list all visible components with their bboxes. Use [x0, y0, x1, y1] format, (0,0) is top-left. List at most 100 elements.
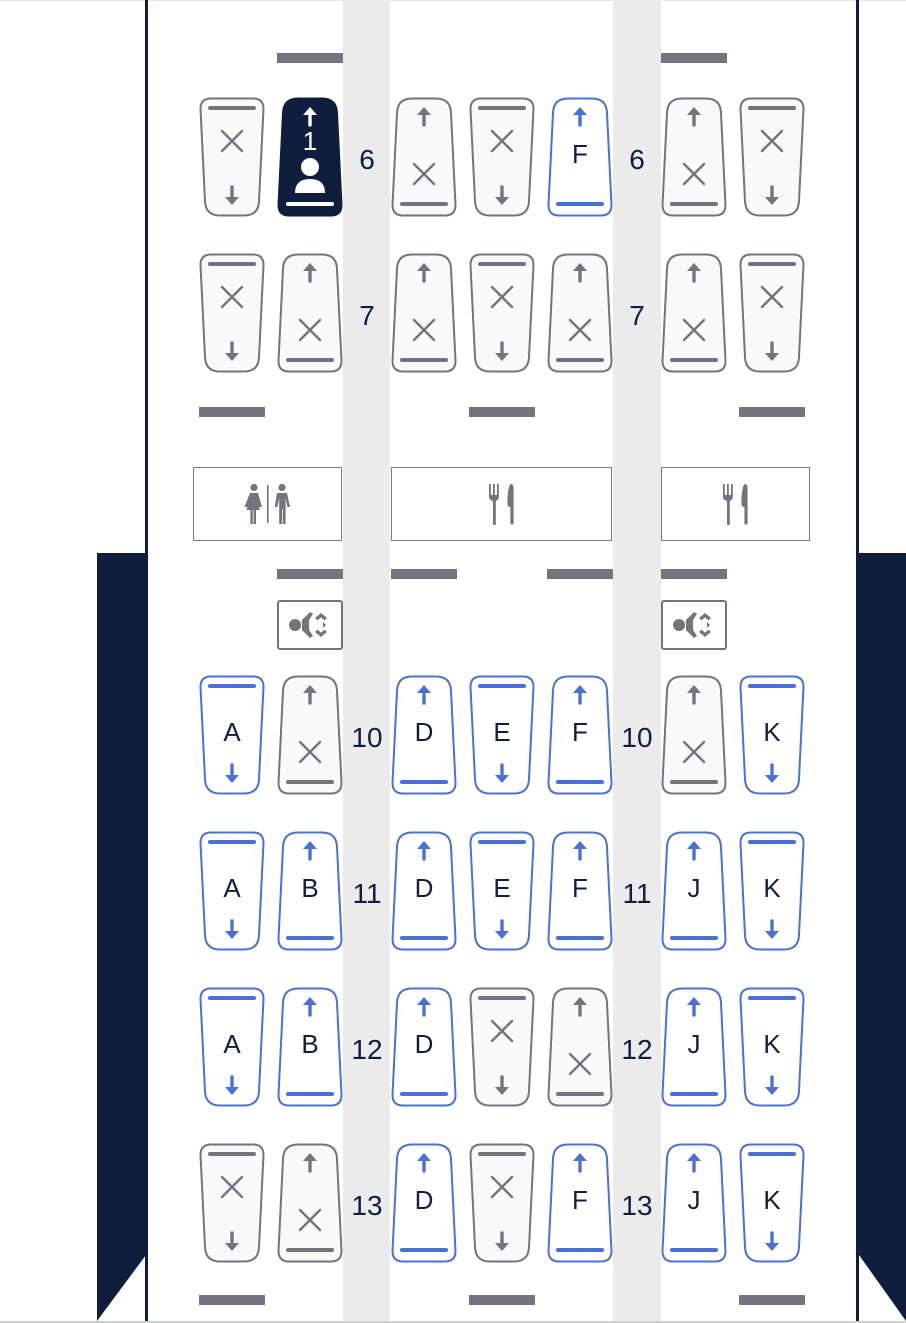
- seat-shape: [469, 253, 535, 373]
- unavailable-x-icon: [490, 1175, 514, 1199]
- seat-10D[interactable]: D: [391, 675, 457, 795]
- arrow-up-icon: [303, 997, 317, 1017]
- seat-label: J: [687, 1029, 701, 1059]
- galley-right: [661, 467, 810, 541]
- seat-shape: [547, 97, 613, 217]
- seat-11B[interactable]: B: [277, 831, 343, 951]
- seat-label: D: [414, 1185, 434, 1215]
- unavailable-x-icon: [298, 318, 322, 342]
- seat-12K[interactable]: K: [739, 987, 805, 1107]
- seat-11E[interactable]: E: [469, 831, 535, 951]
- unavailable-x-icon: [220, 285, 244, 309]
- row-number-right: 10: [621, 722, 653, 753]
- seat-13K[interactable]: K: [739, 1143, 805, 1263]
- arrow-up-icon: [573, 1153, 587, 1173]
- seat-12J[interactable]: J: [661, 987, 727, 1107]
- seat-label: E: [493, 873, 511, 903]
- seat-label: K: [763, 1185, 781, 1215]
- seat-11D[interactable]: D: [391, 831, 457, 951]
- arrow-up-icon: [573, 263, 587, 283]
- seat-10F[interactable]: F: [547, 675, 613, 795]
- seat-12D[interactable]: D: [391, 987, 457, 1107]
- seat-6B[interactable]: 1: [277, 97, 343, 217]
- arrow-down-icon: [225, 185, 239, 205]
- exit-bar: [391, 569, 457, 579]
- row-number-right: 13: [621, 1190, 653, 1221]
- seat-11F[interactable]: F: [547, 831, 613, 951]
- arrow-up-icon: [687, 263, 701, 283]
- arrow-up-icon: [687, 1153, 701, 1173]
- seat-label: F: [572, 873, 588, 903]
- seat-7J: [661, 253, 727, 373]
- arrow-up-icon: [573, 997, 587, 1017]
- seat-11J[interactable]: J: [661, 831, 727, 951]
- seat-6E: [469, 97, 535, 217]
- seat-shape: [277, 253, 343, 373]
- exit-bar: [277, 569, 343, 579]
- seat-10A[interactable]: A: [199, 675, 265, 795]
- seat-11A[interactable]: A: [199, 831, 265, 951]
- seat-shape: [547, 1143, 613, 1263]
- right-wing: [859, 553, 906, 1321]
- seat-shape: [199, 675, 265, 795]
- seat-13F[interactable]: F: [547, 1143, 613, 1263]
- seat-shape: [469, 675, 535, 795]
- row-number-left: 7: [359, 300, 375, 331]
- fork-knife-icon: [488, 484, 514, 525]
- top-divider: [0, 0, 906, 1]
- seat-shape: [469, 1143, 535, 1263]
- unavailable-x-icon: [220, 129, 244, 153]
- seat-7B: [277, 253, 343, 373]
- seat-13D[interactable]: D: [391, 1143, 457, 1263]
- row-number-right: 6: [629, 144, 645, 175]
- seat-7D: [391, 253, 457, 373]
- aisle-left: [343, 0, 390, 1321]
- seat-13A: [199, 1143, 265, 1263]
- arrow-down-icon: [495, 185, 509, 205]
- seat-13J[interactable]: J: [661, 1143, 727, 1263]
- seat-12A[interactable]: A: [199, 987, 265, 1107]
- seat-6F[interactable]: F: [547, 97, 613, 217]
- seat-shape: [739, 675, 805, 795]
- arrow-up-icon: [687, 107, 701, 127]
- seat-label: E: [493, 717, 511, 747]
- seat-11K[interactable]: K: [739, 831, 805, 951]
- seat-shape: [547, 253, 613, 373]
- fuselage-right-wall: [856, 0, 859, 1321]
- seat-7F: [547, 253, 613, 373]
- arrow-up-icon: [303, 263, 317, 283]
- seat-shape: [547, 675, 613, 795]
- unavailable-x-icon: [298, 1208, 322, 1232]
- exit-bar: [547, 569, 613, 579]
- seat-13E: [469, 1143, 535, 1263]
- unavailable-x-icon: [568, 1052, 592, 1076]
- seat-shape: [661, 675, 727, 795]
- seat-shape: [739, 987, 805, 1107]
- arrow-up-icon: [303, 107, 317, 127]
- seat-10E[interactable]: E: [469, 675, 535, 795]
- exit-bar: [199, 1295, 265, 1305]
- row-number-left: 10: [351, 722, 383, 753]
- exit-bar: [661, 53, 727, 63]
- seat-12F: [547, 987, 613, 1107]
- seat-shape: [739, 1143, 805, 1263]
- seat-shape: [391, 831, 457, 951]
- seat-shape: [199, 253, 265, 373]
- unavailable-x-icon: [682, 318, 706, 342]
- row-number-left: 6: [359, 144, 375, 175]
- seat-12B[interactable]: B: [277, 987, 343, 1107]
- galley-center: [391, 467, 612, 541]
- row-number-left: 11: [352, 878, 382, 909]
- seat-10K[interactable]: K: [739, 675, 805, 795]
- arrow-up-icon: [573, 685, 587, 705]
- arrow-up-icon: [303, 841, 317, 861]
- seat-shape: [469, 987, 535, 1107]
- exit-bar: [469, 407, 535, 417]
- arrow-down-icon: [495, 919, 509, 939]
- seat-label: A: [223, 717, 241, 747]
- arrow-down-icon: [495, 341, 509, 361]
- exit-bar: [469, 1295, 535, 1305]
- exit-bar: [739, 407, 805, 417]
- seat-shape: [199, 97, 265, 217]
- unavailable-x-icon: [298, 740, 322, 764]
